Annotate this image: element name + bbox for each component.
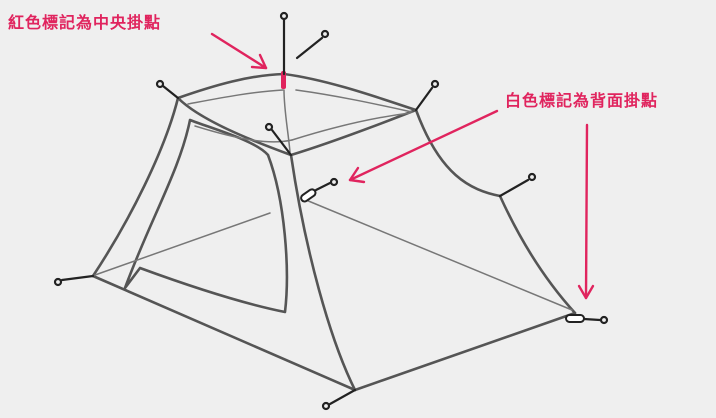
tent-inner-lines [94,89,573,311]
arrow-back-front [348,109,499,182]
roof-right [282,72,418,112]
annotation-arrow [210,32,595,300]
door-panel [123,118,289,314]
red-marker [281,71,286,89]
arrow-back-right [584,123,589,300]
right-pole [414,108,502,198]
floor-diagonal-left [94,212,271,276]
roof-left [176,72,286,100]
floor-right-edge [353,311,577,392]
inner-seam-4 [291,112,411,141]
floor-left-edge [91,274,357,392]
white-marker [300,188,585,323]
back-hang-point-label: 白色標記為背面掛點 [505,91,659,110]
floor-diagonal-right [305,199,573,311]
roof-front-right [289,108,418,157]
inner-seam-3 [194,125,293,143]
front-pole [289,153,357,392]
center-hang-point-label: 紅色標記為中央掛點 [8,13,162,32]
roof-front-left [176,96,293,157]
back-right-pole [498,194,577,315]
white-marker-back [565,314,585,323]
white-marker-front [300,188,317,203]
inner-seam-1 [187,89,284,105]
inner-seam-2 [295,89,413,113]
hook-clip-icon [53,11,609,411]
inner-vertical [283,89,291,153]
arrow-center [210,32,268,70]
left-pole [91,96,180,278]
tent-frame [91,72,577,392]
